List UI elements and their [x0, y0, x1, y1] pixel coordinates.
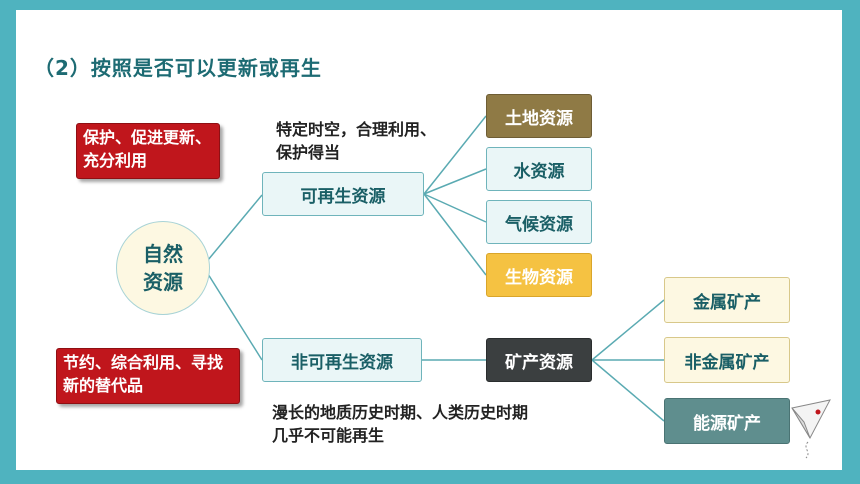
land-resource-node: 土地资源 [486, 94, 592, 138]
advice-nonrenewable: 节约、综合利用、寻找新的替代品 [56, 348, 240, 404]
connector-metal [591, 299, 665, 361]
water-resource-node: 水资源 [486, 147, 592, 191]
root-node: 自然资源 [116, 221, 210, 315]
nonrenewable-note: 漫长的地质历史时期、人类历史时期几乎不可能再生 [272, 403, 529, 445]
climate-resource-node: 气候资源 [486, 200, 592, 244]
connector-water [423, 168, 487, 195]
mineral-resource-node: 矿产资源 [486, 338, 592, 382]
renewable-node: 可再生资源 [262, 172, 424, 216]
nonrenewable-node: 非可再生资源 [262, 338, 422, 382]
connector-root-renewable [207, 194, 263, 261]
connector-root-nonrenewable [207, 273, 263, 361]
connector-bio [423, 193, 487, 276]
connector-climate [423, 193, 487, 223]
connector-land [423, 115, 487, 195]
energy-mineral-node: 能源矿产 [664, 398, 790, 444]
connector-energy [591, 359, 665, 422]
bio-resource-node: 生物资源 [486, 253, 592, 297]
paper-plane-icon [791, 399, 831, 459]
metal-mineral-node: 金属矿产 [664, 277, 790, 323]
advice-renewable: 保护、促进更新、充分利用 [76, 123, 220, 179]
nonmetal-mineral-node: 非金属矿产 [664, 337, 790, 383]
slide-title: （2）按照是否可以更新或再生 [34, 56, 322, 80]
renewable-note: 特定时空，合理利用、保护得当 [276, 120, 437, 162]
